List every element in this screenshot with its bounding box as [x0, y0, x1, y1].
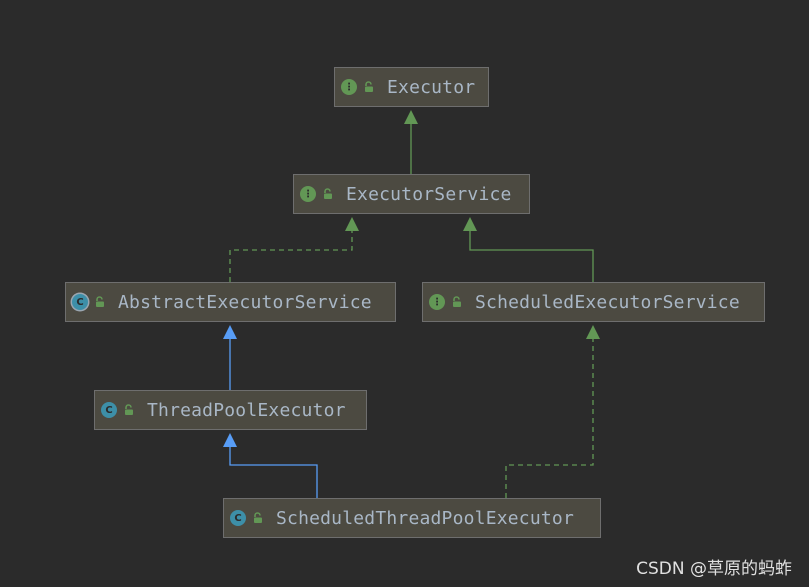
open-lock-icon	[320, 186, 336, 202]
interface-icon: ⋮	[429, 294, 445, 310]
open-lock-icon	[121, 402, 137, 418]
class-icon: C	[101, 402, 117, 418]
node-label: Executor	[387, 76, 476, 98]
node-abstract-executor-service[interactable]: C AbstractExecutorService	[65, 282, 396, 322]
interface-icon: ⋮	[341, 79, 357, 95]
arrowhead	[223, 433, 237, 447]
interface-icon: ⋮	[300, 186, 316, 202]
edge-implements	[505, 339, 594, 498]
node-label: ExecutorService	[346, 183, 512, 205]
arrowhead	[586, 325, 600, 339]
edge-extends-class	[229, 447, 318, 498]
open-lock-icon	[250, 510, 266, 526]
node-thread-pool-executor[interactable]: C ThreadPoolExecutor	[94, 390, 367, 430]
arrowhead	[223, 325, 237, 339]
node-scheduled-thread-pool-executor[interactable]: C ScheduledThreadPoolExecutor	[223, 498, 601, 538]
open-lock-icon	[92, 294, 108, 310]
edge-implements	[229, 231, 353, 282]
node-label: ThreadPoolExecutor	[147, 399, 346, 421]
node-executor[interactable]: ⋮ Executor	[334, 67, 489, 107]
edge-extends-interface	[469, 231, 594, 282]
node-scheduled-executor-service[interactable]: ⋮ ScheduledExecutorService	[422, 282, 765, 322]
arrowhead	[404, 110, 418, 124]
watermark: CSDN @草原的蚂蚱	[636, 559, 792, 579]
node-label: ScheduledThreadPoolExecutor	[276, 507, 574, 529]
abstract-class-icon: C	[72, 294, 88, 310]
node-label: AbstractExecutorService	[118, 291, 372, 313]
arrowhead	[345, 217, 359, 231]
open-lock-icon	[449, 294, 465, 310]
arrowhead	[463, 217, 477, 231]
edges-layer	[223, 110, 600, 498]
node-executor-service[interactable]: ⋮ ExecutorService	[293, 174, 530, 214]
node-label: ScheduledExecutorService	[475, 291, 740, 313]
open-lock-icon	[361, 79, 377, 95]
class-icon: C	[230, 510, 246, 526]
